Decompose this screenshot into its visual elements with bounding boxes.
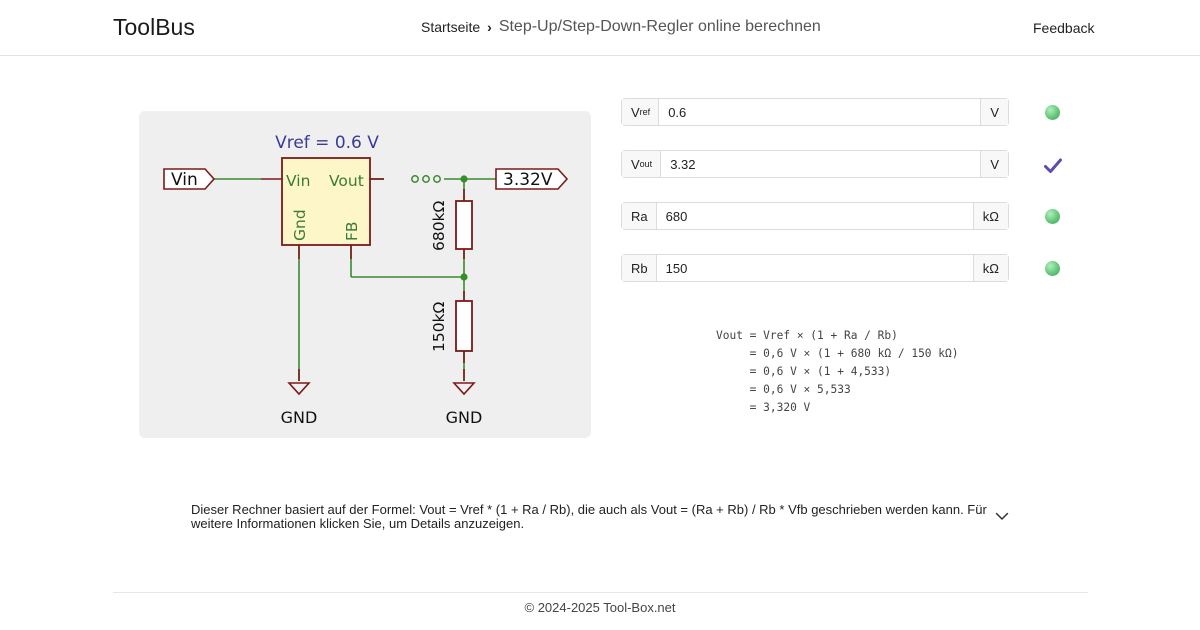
chevron-down-icon[interactable] bbox=[995, 511, 1009, 521]
formula-calculation: Vout = Vref × (1 + Ra / Rb) = 0,6 V × (1… bbox=[716, 327, 958, 417]
switch-circles bbox=[411, 175, 441, 183]
vref-title: Vref = 0.6 V bbox=[275, 133, 379, 153]
regulator-ic bbox=[281, 157, 371, 246]
site-header: ToolBus Startseite › Step-Up/Step-Down-R… bbox=[0, 0, 1200, 56]
rb-unit: kΩ bbox=[972, 255, 1008, 281]
breadcrumb-home-link[interactable]: Startseite bbox=[421, 19, 481, 35]
vref-input[interactable] bbox=[659, 99, 981, 125]
checkmark-icon bbox=[1044, 158, 1062, 173]
formula-info-text[interactable]: Dieser Rechner basiert auf der Formel: V… bbox=[191, 502, 987, 531]
ra-field-label: Ra bbox=[622, 203, 657, 229]
ground-label-left: GND bbox=[281, 408, 318, 427]
formula-line: = 3,320 V bbox=[716, 401, 811, 414]
ra-unit: kΩ bbox=[972, 203, 1008, 229]
status-ok-icon bbox=[1045, 209, 1060, 224]
vref-unit: V bbox=[980, 99, 1008, 125]
page-title: Step-Up/Step-Down-Regler online berechne… bbox=[498, 18, 821, 35]
status-ok-icon bbox=[1045, 261, 1060, 276]
rb-field: Rb kΩ bbox=[621, 254, 1009, 282]
feedback-link[interactable]: Feedback bbox=[1033, 20, 1095, 36]
input-label: Vin bbox=[171, 170, 198, 190]
resistor-ra bbox=[455, 200, 473, 250]
ground-label-right: GND bbox=[446, 408, 483, 427]
vref-field: Vref V bbox=[621, 98, 1009, 126]
pin-label-fb: FB bbox=[343, 221, 361, 241]
input-port bbox=[163, 168, 216, 190]
vout-input[interactable] bbox=[661, 151, 981, 177]
output-port bbox=[495, 168, 569, 190]
ground-symbol-right bbox=[452, 382, 476, 396]
formula-line: Vout = Vref × (1 + Ra / Rb) bbox=[716, 329, 898, 342]
vout-unit: V bbox=[980, 151, 1008, 177]
pin-stubs bbox=[261, 178, 465, 381]
resistor-ra-label: 680kΩ bbox=[430, 200, 448, 251]
formula-line: = 0,6 V × 5,533 bbox=[716, 383, 851, 396]
ra-field: Ra kΩ bbox=[621, 202, 1009, 230]
site-logo[interactable]: ToolBus bbox=[113, 14, 195, 40]
vout-field: Vout V bbox=[621, 150, 1009, 178]
pin-label-vin: Vin bbox=[286, 172, 310, 190]
breadcrumb: Startseite › Step-Up/Step-Down-Regler on… bbox=[421, 18, 821, 36]
resistor-rb-label: 150kΩ bbox=[430, 301, 448, 352]
ra-input[interactable] bbox=[656, 203, 973, 229]
footer-divider bbox=[113, 592, 1088, 593]
rb-field-label: Rb bbox=[622, 255, 657, 281]
formula-line: = 0,6 V × (1 + 4,533) bbox=[716, 365, 892, 378]
circuit-diagram: Vref = 0.6 V Vin 3.32V Vin Vout Gnd FB 6… bbox=[139, 111, 591, 438]
breadcrumb-separator: › bbox=[487, 19, 492, 35]
pin-label-gnd: Gnd bbox=[291, 209, 309, 241]
pin-label-vout: Vout bbox=[329, 172, 364, 190]
rb-input[interactable] bbox=[656, 255, 973, 281]
status-ok-icon bbox=[1045, 105, 1060, 120]
circuit-schematic: Vref = 0.6 V Vin 3.32V Vin Vout Gnd FB 6… bbox=[163, 133, 569, 427]
footer-copyright: © 2024-2025 Tool-Box.net bbox=[524, 600, 676, 615]
formula-line: = 0,6 V × (1 + 680 kΩ / 150 kΩ) bbox=[716, 347, 959, 360]
resistor-rb bbox=[455, 300, 473, 352]
output-label: 3.32V bbox=[503, 170, 553, 190]
ground-symbol-left bbox=[287, 382, 311, 396]
junction-dots bbox=[460, 175, 468, 281]
